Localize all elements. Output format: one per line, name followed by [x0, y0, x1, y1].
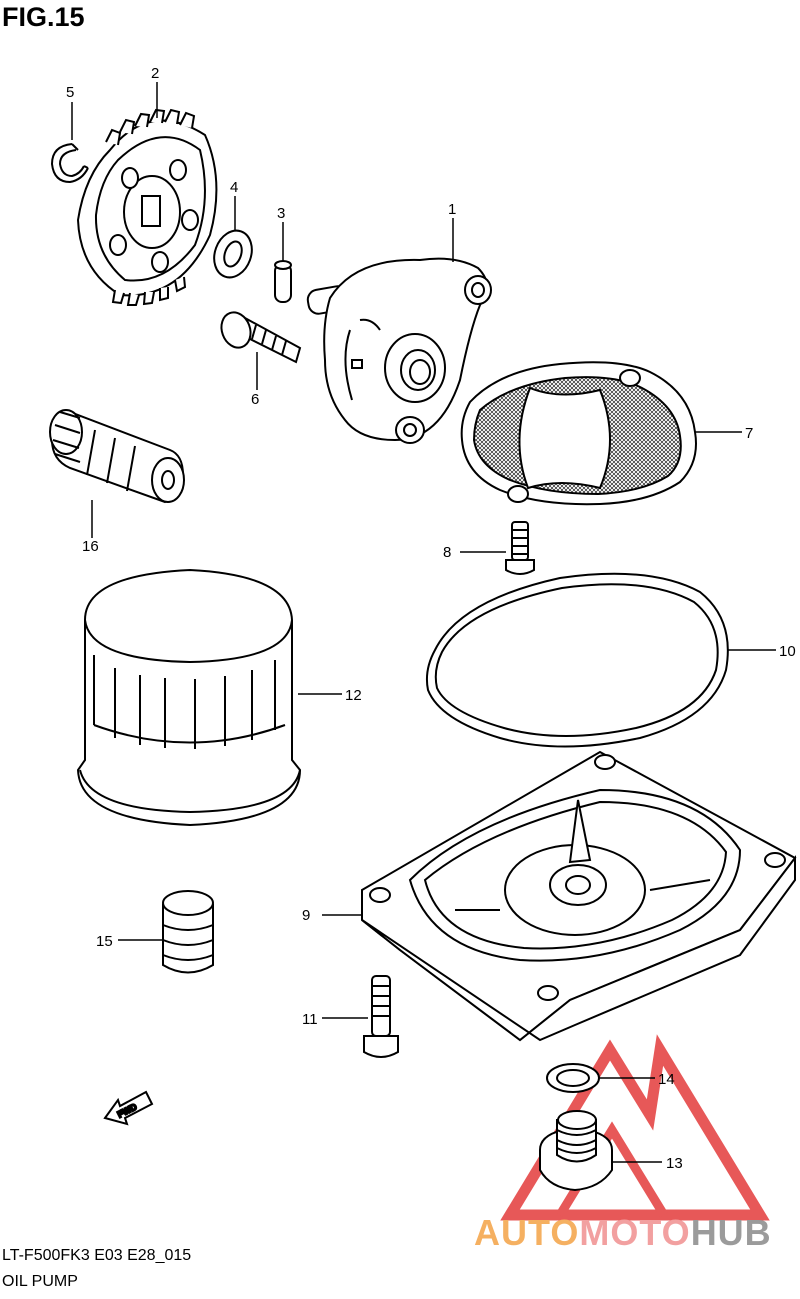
callout-14: 14	[658, 1071, 675, 1088]
watermark-hub: HUB	[690, 1212, 772, 1253]
part-1-oil-pump[interactable]	[306, 257, 492, 444]
callout-16: 16	[82, 538, 99, 555]
callout-3: 3	[277, 205, 285, 222]
part-4-washer[interactable]	[208, 225, 258, 282]
figure-title: FIG.15	[2, 2, 85, 32]
watermark-moto: MOTO	[579, 1212, 691, 1253]
callout-1: 1	[448, 201, 456, 218]
part-10-gasket[interactable]	[425, 572, 729, 748]
part-6-bolt[interactable]	[217, 308, 302, 364]
part-14-washer[interactable]	[546, 1063, 600, 1093]
part-15-dowel[interactable]	[162, 890, 214, 974]
part-9-oil-pan[interactable]	[361, 750, 797, 1042]
part-16-pressure-switch[interactable]	[49, 409, 185, 504]
callout-labels: 2 5 4 3 1 6 7 16 8 10 12 9 15 11 14 13	[66, 65, 796, 1172]
part-7-oil-strainer[interactable]	[460, 361, 697, 506]
callout-7: 7	[745, 425, 753, 442]
diagram-code: LT-F500FK3 E03 E28_015	[2, 1247, 192, 1264]
watermark-text: AUTOMOTOHUB	[474, 1212, 772, 1254]
fwd-arrow: FWD	[103, 1090, 154, 1126]
part-12-oil-filter[interactable]	[76, 568, 302, 827]
callout-4: 4	[230, 179, 238, 196]
callout-12: 12	[345, 687, 362, 704]
diagram-name: OIL PUMP	[2, 1273, 78, 1290]
callout-11: 11	[302, 1011, 318, 1028]
part-3-pin[interactable]	[274, 260, 292, 303]
callout-9: 9	[302, 907, 310, 924]
leader-lines	[71, 82, 776, 1163]
callout-5: 5	[66, 84, 74, 101]
part-8-bolt[interactable]	[505, 521, 535, 575]
watermark-auto: AUTO	[474, 1212, 580, 1253]
part-11-bolt[interactable]	[363, 975, 399, 1058]
callout-8: 8	[443, 544, 451, 561]
part-5-circlip[interactable]	[50, 143, 89, 184]
callout-13: 13	[666, 1155, 683, 1172]
callout-6: 6	[251, 391, 259, 408]
part-2-drive-gear[interactable]	[76, 108, 218, 306]
callout-10: 10	[779, 643, 796, 660]
callout-2: 2	[151, 65, 159, 82]
part-13-drain-plug[interactable]	[539, 1110, 613, 1192]
callout-15: 15	[96, 933, 113, 950]
